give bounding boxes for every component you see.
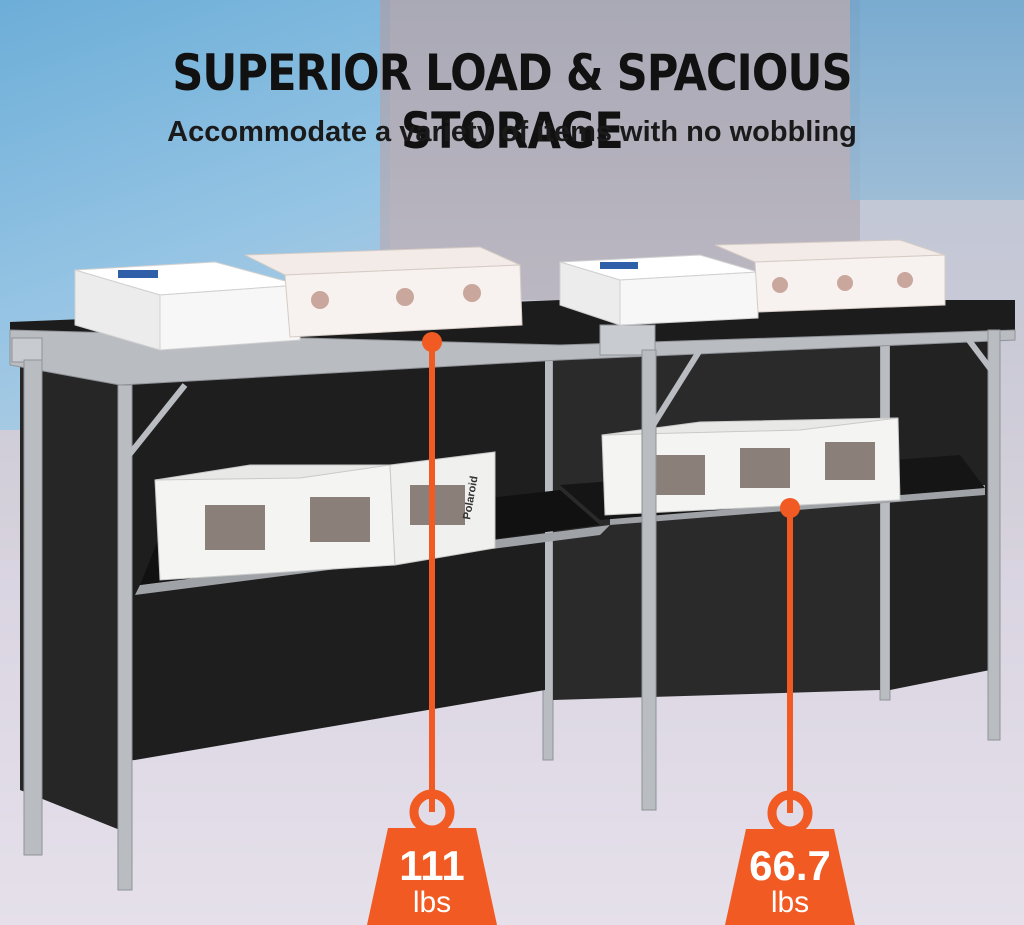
weight-value-top: 111: [399, 842, 465, 889]
brace-left: [122, 383, 188, 462]
weight-unit-shelf: lbs: [770, 886, 810, 919]
subheadline: Accommodate a variety of items with no w…: [167, 116, 857, 148]
side-panel-right: [890, 335, 990, 690]
back-panel-right: [553, 345, 880, 700]
paper-stack-right: [559, 254, 759, 326]
brace-right: [962, 333, 998, 377]
shelf-boxes-right: [601, 417, 901, 516]
weight-label-shelf: 66.7 lbs: [735, 845, 845, 919]
weight-unit-top: lbs: [412, 886, 452, 919]
side-panel-left: [20, 355, 120, 830]
weight-icon-right: [725, 829, 855, 925]
shelf-boxes-left: Polaroid: [154, 451, 496, 581]
headline: SUPERIOR LOAD & SPACIOUS STORAGE: [172, 44, 852, 160]
front-leg-left: [117, 384, 133, 891]
rear-leg-left: [23, 359, 43, 856]
weight-value-shelf: 66.7: [749, 842, 831, 889]
speaker-boxes-left: [244, 246, 523, 338]
load-indicator-shelf: [725, 498, 855, 925]
front-leg-center: [641, 349, 657, 811]
paper-stack-left: [74, 261, 301, 351]
speaker-boxes-right: [714, 239, 946, 313]
weight-icon-left: [367, 828, 497, 925]
brace-center: [647, 348, 703, 432]
background-display-right: [850, 0, 1024, 200]
load-indicator-top: [367, 332, 497, 925]
front-leg-right: [987, 329, 1001, 741]
carry-handle: [11, 337, 43, 363]
back-leg-right: [879, 344, 891, 701]
weight-label-top: 111 lbs: [382, 845, 482, 919]
